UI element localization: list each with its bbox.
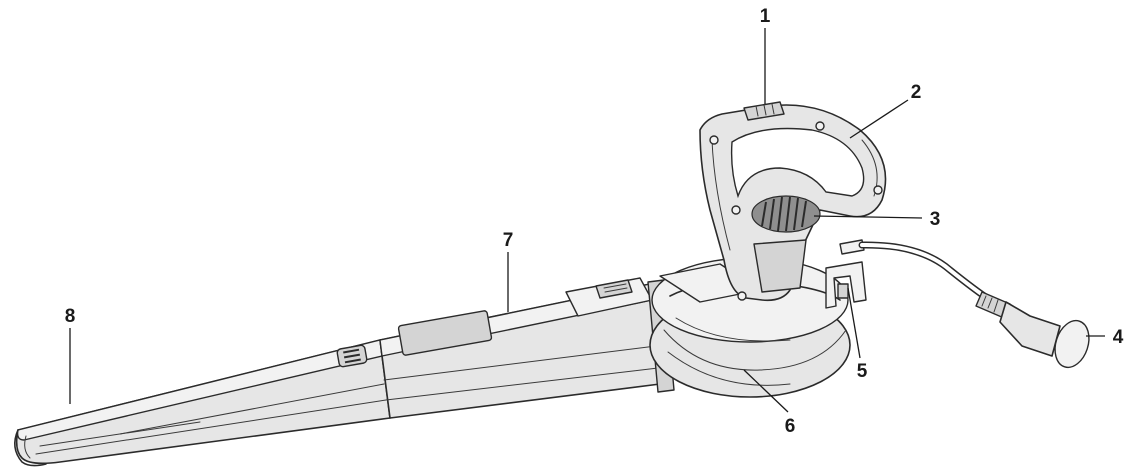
leader-3 bbox=[813, 215, 923, 219]
callout-8: 8 bbox=[65, 306, 76, 327]
callout-5: 5 bbox=[857, 361, 868, 382]
callout-7: 7 bbox=[503, 230, 514, 251]
upper-tube bbox=[336, 277, 661, 419]
leader-5 bbox=[847, 287, 861, 359]
callout-2: 2 bbox=[911, 82, 922, 103]
power-cord bbox=[839, 239, 1090, 369]
tube-latch bbox=[336, 344, 368, 368]
callout-4: 4 bbox=[1113, 327, 1124, 348]
cord-plug bbox=[999, 301, 1061, 357]
power-switch bbox=[743, 101, 785, 121]
callout-6: 6 bbox=[785, 416, 796, 437]
leader-6 bbox=[743, 369, 789, 413]
air-vent bbox=[751, 195, 821, 233]
blower-tube bbox=[14, 277, 675, 467]
callout-1: 1 bbox=[760, 6, 771, 27]
leader-2 bbox=[849, 99, 909, 139]
tube-window bbox=[397, 310, 493, 356]
nozzle-tube bbox=[14, 339, 391, 467]
callout-3: 3 bbox=[930, 209, 941, 230]
tube-release-clip bbox=[565, 277, 653, 317]
callout-labels: 1 2 3 4 5 6 7 8 bbox=[65, 6, 1124, 437]
callout-leaders bbox=[69, 28, 1105, 413]
